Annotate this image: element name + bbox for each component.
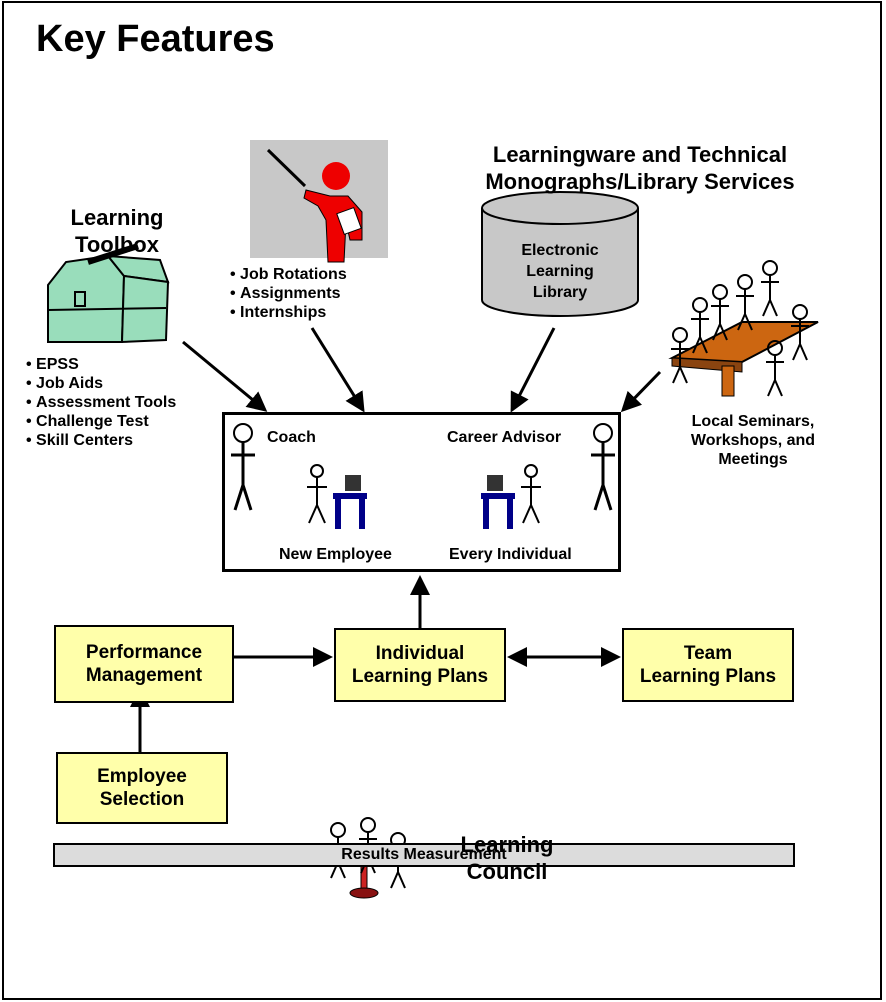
list-item: Challenge Test xyxy=(26,412,176,431)
advisor-figure xyxy=(591,423,615,511)
list-item: Assessment Tools xyxy=(26,393,176,412)
performance-management-label: Performance Management xyxy=(85,642,203,686)
list-item: Skill Centers xyxy=(26,431,176,450)
performance-management-box: Performance Management xyxy=(54,625,234,703)
toolbox-title: Learning Toolbox xyxy=(70,205,164,257)
coach-figure xyxy=(231,423,255,511)
library-title-line2: Monographs/Library Services xyxy=(485,169,795,194)
arrows-to-center xyxy=(182,327,662,413)
list-item: EPSS xyxy=(26,355,176,374)
new-employee-label: New Employee xyxy=(279,546,392,563)
list-item: Job Rotations xyxy=(230,265,347,284)
library-cylinder-icon xyxy=(481,191,639,317)
list-item: Assignments xyxy=(230,284,347,303)
center-box: Coach Career Advisor New Employee Every … xyxy=(222,412,621,572)
results-measurement-bar: Results Measurement xyxy=(53,843,795,867)
library-title-line1: Learningware and Technical xyxy=(492,142,788,167)
cylinder-label: Electronic Learning Library xyxy=(521,242,599,301)
employee-selection-label: Employee Selection xyxy=(97,766,187,810)
team-plans-box: Team Learning Plans xyxy=(622,628,794,702)
individual-plans-label: Individual Learning Plans xyxy=(351,643,489,687)
list-item: Internships xyxy=(230,303,347,322)
list-item: Job Aids xyxy=(26,374,176,393)
rotations-list: Job Rotations Assignments Internships xyxy=(230,265,347,322)
library-title: Learningware and Technical Monographs/Li… xyxy=(440,141,840,195)
council-label: Learning Council xyxy=(460,832,554,884)
career-advisor-label: Career Advisor xyxy=(447,429,562,446)
plan-arrows xyxy=(130,575,621,752)
presenter-icon xyxy=(250,140,388,263)
center-figures xyxy=(231,423,615,529)
coach-label: Coach xyxy=(267,429,316,446)
seminar-table-icon xyxy=(668,260,819,397)
seminars-label: Local Seminars, Workshops, and Meetings xyxy=(690,413,816,468)
toolbox-list: EPSS Job Aids Assessment Tools Challenge… xyxy=(26,355,176,450)
new-employee-desk xyxy=(307,464,367,529)
team-plans-label: Team Learning Plans xyxy=(639,643,777,687)
employee-selection-box: Employee Selection xyxy=(56,752,228,824)
individual-desk xyxy=(481,464,541,529)
toolbox-icon xyxy=(47,243,170,344)
individual-plans-box: Individual Learning Plans xyxy=(334,628,506,702)
every-individual-label: Every Individual xyxy=(449,546,572,563)
page-title: Key Features xyxy=(36,18,275,60)
